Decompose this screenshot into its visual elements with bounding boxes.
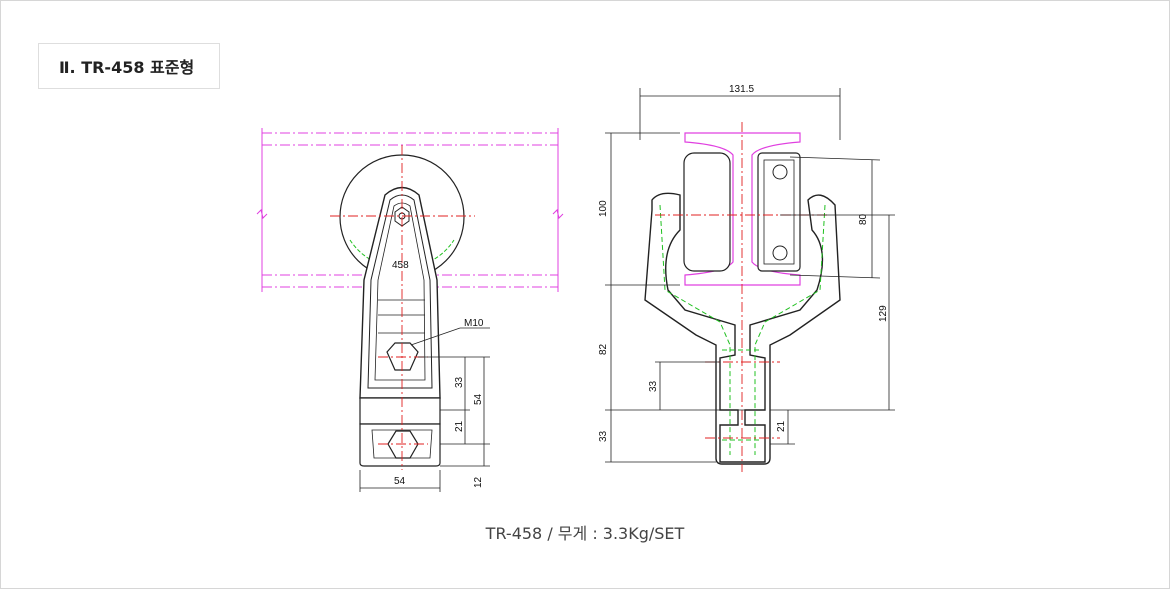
dim-33a: 33 xyxy=(648,380,659,392)
weight-caption: TR-458 / 무게 : 3.3Kg/SET xyxy=(485,524,685,543)
dim-131-5: 131.5 xyxy=(729,84,754,95)
side-view: 458 M10 33 54 21 12 54 xyxy=(256,128,564,492)
bolt-label: M10 xyxy=(464,318,484,329)
dim-33: 33 xyxy=(454,376,465,388)
wheel-label: 458 xyxy=(392,260,409,271)
hidden-lines xyxy=(659,204,826,455)
dim-width-54: 54 xyxy=(394,476,406,487)
dim-80: 80 xyxy=(858,213,869,225)
dim-54: 54 xyxy=(473,393,484,405)
dim-12: 12 xyxy=(473,476,484,488)
dim-21-front: 21 xyxy=(776,420,787,432)
rail-ends xyxy=(256,128,564,292)
front-dimensions xyxy=(605,88,895,463)
dim-21: 21 xyxy=(454,420,465,432)
dim-129: 129 xyxy=(878,305,889,322)
front-view: 131.5 100 80 129 82 33 33 21 xyxy=(598,84,895,472)
dim-100: 100 xyxy=(598,200,609,217)
dim-82: 82 xyxy=(598,343,609,355)
rail-ibeam xyxy=(684,132,801,286)
dim-33b: 33 xyxy=(598,430,609,442)
section-title: Ⅱ. TR-458 표준형 xyxy=(38,43,220,89)
side-dimensions xyxy=(359,327,490,492)
bolt-hex xyxy=(386,342,419,371)
